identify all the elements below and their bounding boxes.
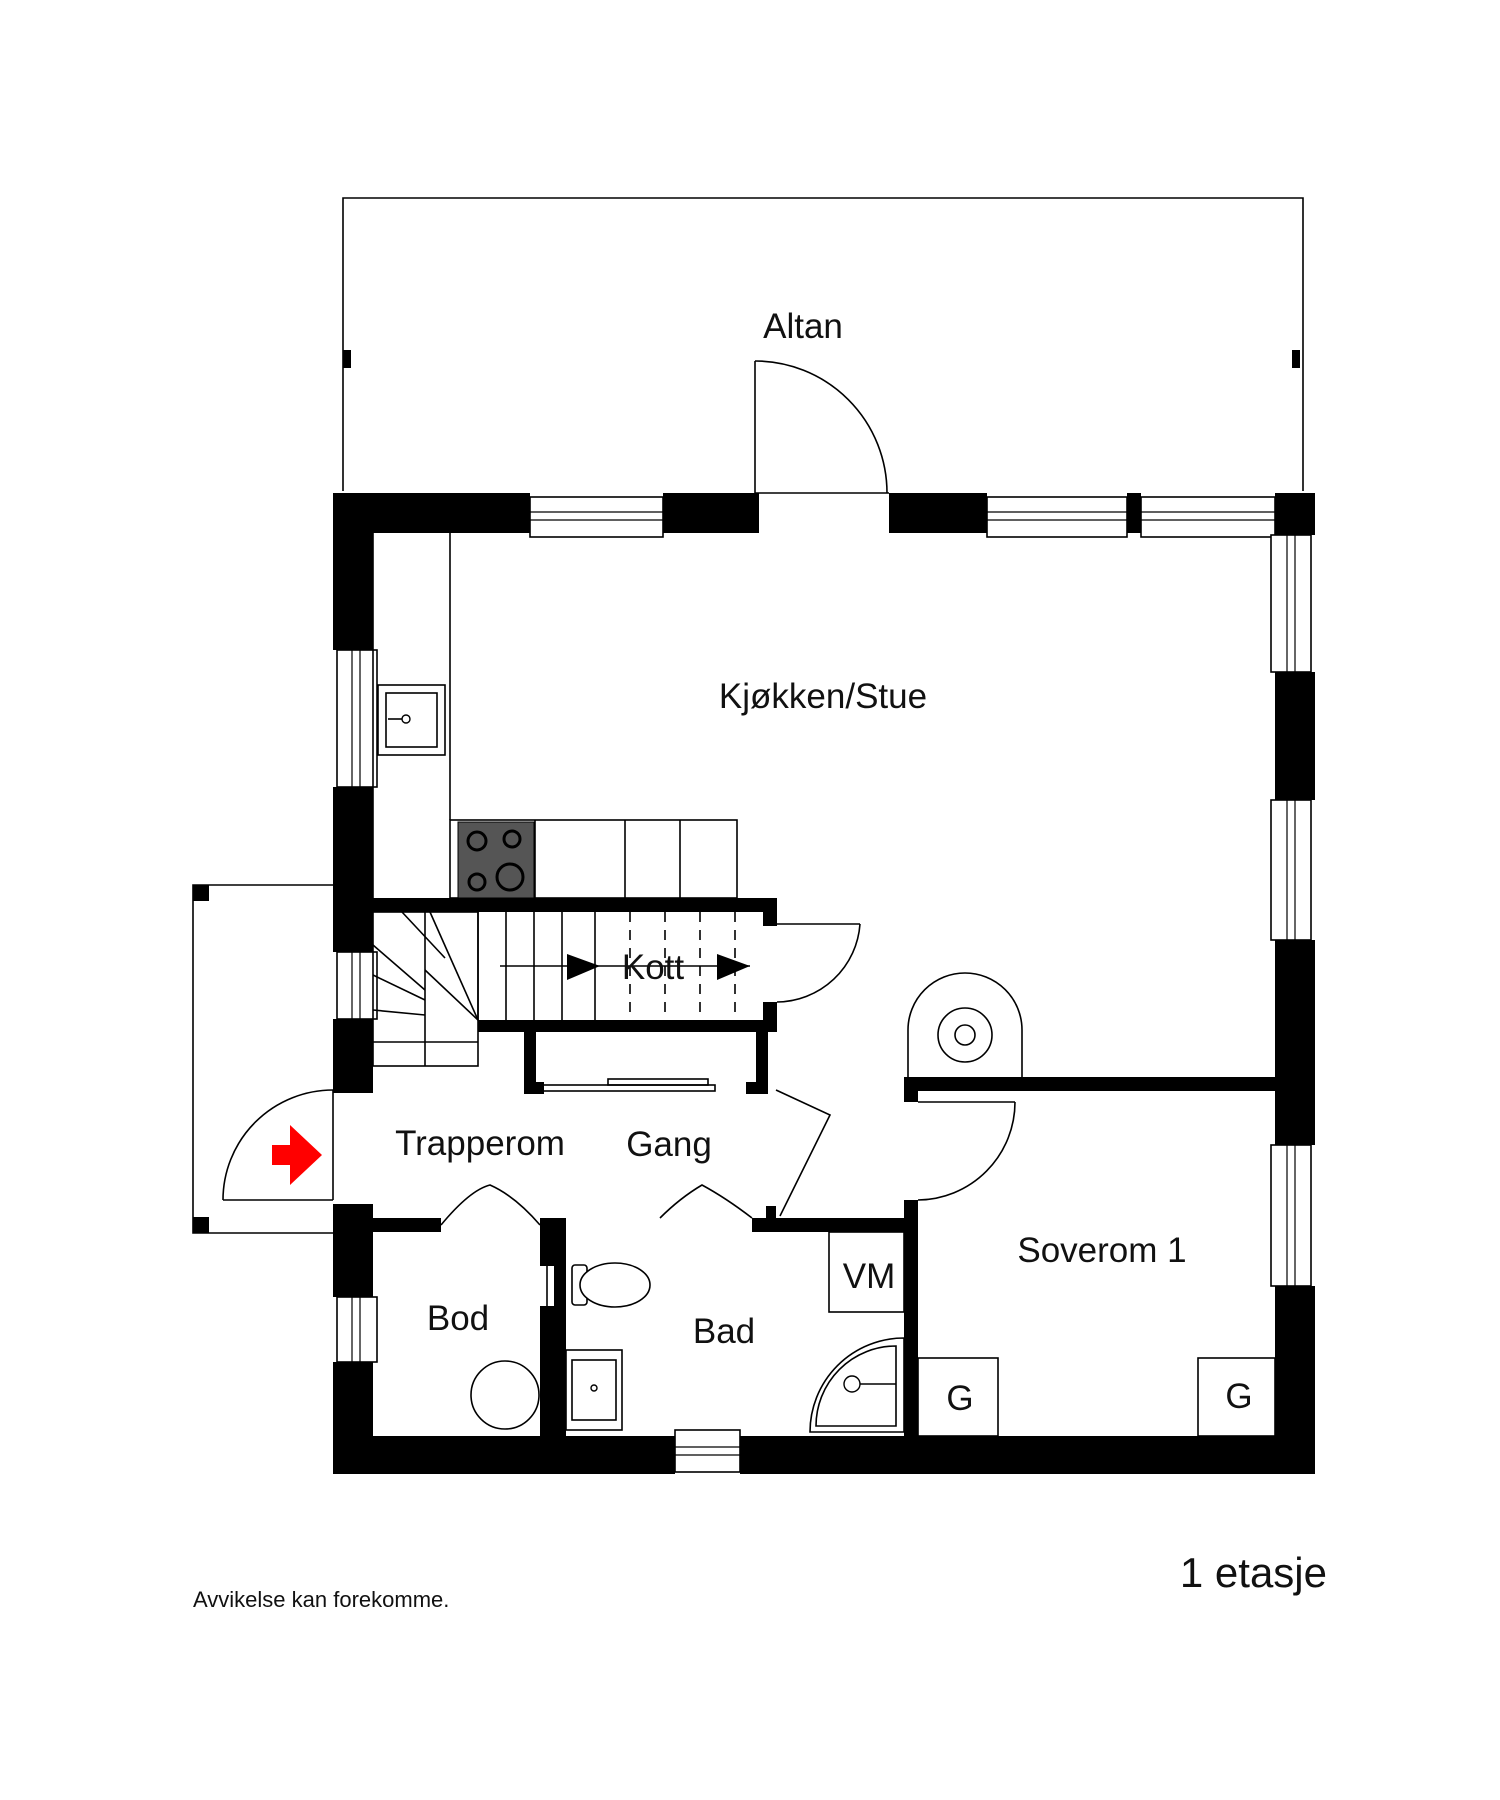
toilet-icon (571, 1262, 651, 1308)
room-label-soverom-1: Soverom 1 (1017, 1231, 1186, 1270)
room-label-trapperom: Trapperom (395, 1124, 565, 1163)
sink-icon (377, 684, 446, 756)
exterior-walls (333, 493, 1315, 1474)
entrance-arrow-icon (272, 1125, 322, 1185)
windows (336, 496, 1312, 1473)
kitchen-counter (372, 533, 738, 899)
washing-machine-area (828, 1231, 905, 1313)
sliding-door (539, 1078, 716, 1092)
balcony-outline (342, 197, 1304, 491)
wardrobe-label: G (1225, 1377, 1252, 1416)
interior-walls (373, 898, 1275, 1436)
room-label-bad: Bad (693, 1312, 755, 1351)
room-label-altan: Altan (763, 307, 843, 346)
stair-arrow-icon (567, 954, 600, 980)
disclaimer: Avvikelse kan forekomme. (193, 1587, 449, 1612)
staircase (372, 911, 750, 1067)
room-label-vm: VM (843, 1257, 896, 1296)
wardrobes (917, 1357, 1276, 1437)
stove-icon (457, 821, 535, 899)
entrance-platform (192, 884, 333, 1234)
wardrobe-label: G (946, 1379, 973, 1418)
fireplace-icon (907, 972, 1023, 1077)
room-label-kjokken-stue: Kjøkken/Stue (719, 677, 927, 716)
room-label-kott: Kott (622, 948, 685, 987)
doors (222, 360, 1016, 1306)
shower-icon (809, 1337, 905, 1433)
stair-arrow-icon (717, 954, 750, 980)
floor-label: 1 etasje (1180, 1549, 1327, 1596)
bathroom-sink-icon (565, 1349, 623, 1431)
water-heater-icon (470, 1360, 540, 1430)
room-label-bod: Bod (427, 1299, 489, 1338)
room-label-gang: Gang (626, 1125, 712, 1164)
